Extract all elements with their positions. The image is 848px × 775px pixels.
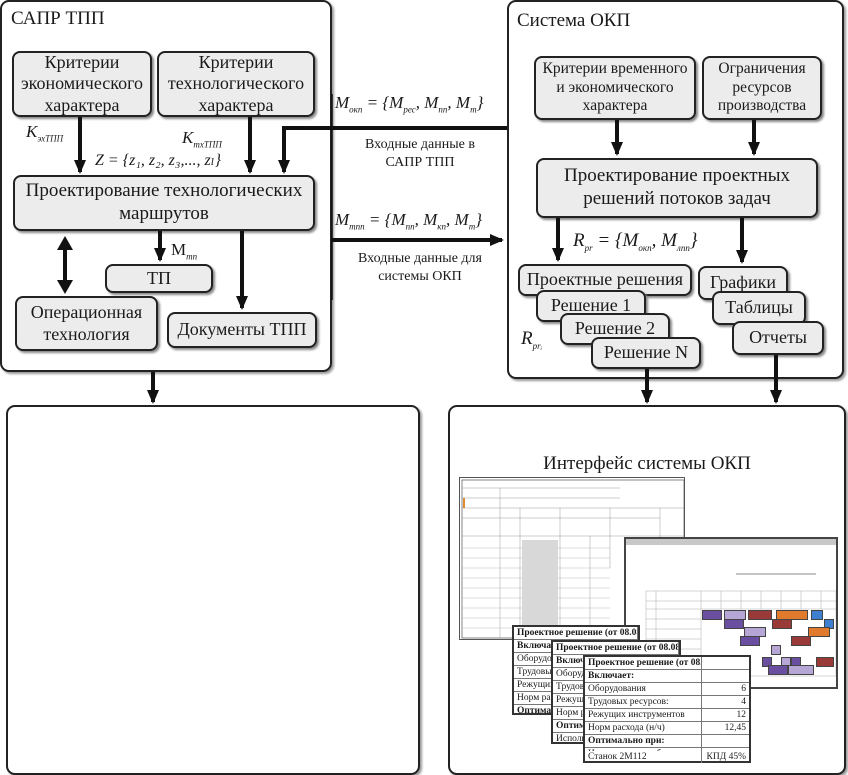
reports-box[interactable]: Отчеты	[732, 321, 824, 355]
m-tp-label: Mтп	[171, 240, 198, 262]
k-econ-label: KэхТПП	[26, 122, 64, 144]
table-row: Трудовых ресурсов:4	[585, 696, 749, 709]
interface-title: Интерфейс системы ОКП	[543, 453, 751, 474]
tables-box[interactable]: Таблицы	[712, 291, 806, 325]
window-titlebar	[626, 539, 836, 545]
gantt-bar	[724, 619, 744, 629]
m-tpp-formula: Mтпп = {Mпп, Mкп, Mт}	[335, 210, 482, 232]
tp-box[interactable]: ТП	[105, 264, 213, 293]
m-okp-formula: Mокп = {Mрес, Mпп, Mт}	[335, 93, 484, 115]
gantt-bar	[702, 610, 722, 620]
solution-table-front: Проектное решение (от 08.08.16) Включает…	[583, 655, 751, 760]
panel-title: САПР ТПП	[11, 8, 105, 29]
k-tech-label: KтхТПП	[182, 128, 222, 150]
document-table-lines	[461, 479, 684, 639]
bottom-left-panel	[6, 405, 420, 775]
gantt-bar	[776, 610, 808, 620]
tpp-documents-box[interactable]: Документы ТПП	[167, 312, 317, 348]
gantt-bar	[808, 627, 830, 637]
gantt-bar	[791, 636, 811, 646]
r-pri-label: Rprᵢ	[521, 328, 543, 351]
solution-n-box[interactable]: Решение N	[591, 337, 701, 369]
gantt-bar	[768, 665, 788, 675]
gantt-bar	[740, 636, 760, 646]
table-row: Норм расхода (н/ч)12,45	[585, 722, 749, 735]
z-formula: Z = {z₁, z₂, z₃,..., zₗ}	[95, 152, 221, 169]
panel-title: Система ОКП	[517, 10, 631, 31]
gantt-bar	[748, 610, 772, 620]
gantt-bar	[762, 657, 772, 667]
gantt-bar	[816, 657, 834, 667]
gantt-bar	[772, 619, 792, 629]
gantt-bar	[811, 610, 823, 620]
r-pr-formula: Rpr = {Mокп, Mлпп}	[573, 230, 698, 253]
gantt-bar	[771, 645, 781, 655]
gantt-bar	[788, 665, 814, 675]
